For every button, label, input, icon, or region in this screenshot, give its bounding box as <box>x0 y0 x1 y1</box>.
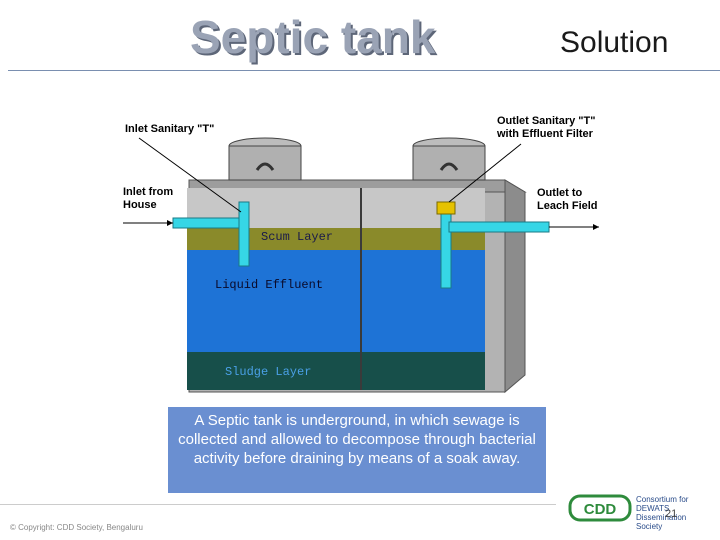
outlet-riser-handle <box>439 162 459 171</box>
effluent-filter <box>436 201 456 215</box>
liquid-effluent-band <box>187 250 485 352</box>
outlet-t-leader <box>448 143 522 203</box>
slide-subtitle: Solution <box>560 26 669 59</box>
tank-right-face <box>504 179 526 394</box>
logo-line2: DEWATS <box>636 504 669 513</box>
inlet-sanitary-t-label: Inlet Sanitary "T" <box>125 123 214 135</box>
slide-title: Septic tank <box>190 11 436 63</box>
outlet-arrow-head <box>593 224 599 230</box>
outlet-to-label-line1: Outlet to <box>537 187 582 199</box>
outlet-sanitary-t-label-line1: Outlet Sanitary "T" <box>497 115 595 127</box>
sludge-layer-band <box>187 352 485 390</box>
tank-interior-right <box>361 188 485 228</box>
logo-mark-box <box>568 494 632 522</box>
inlet-arrow-head <box>167 220 173 226</box>
title-divider <box>8 70 720 71</box>
scum-layer-label: Scum Layer <box>261 230 333 244</box>
inlet-riser-handle <box>255 162 275 171</box>
outlet-pipe <box>448 221 550 233</box>
cdd-society-logo: CDD Consortium for DEWATS Dissemination … <box>568 494 689 531</box>
footer-divider <box>0 504 556 505</box>
page-number: 21 <box>665 508 678 520</box>
scum-layer-band <box>187 228 485 250</box>
logo-line4: Society <box>636 522 662 531</box>
logo-line1: Consortium for <box>636 495 689 504</box>
copyright-text: © Copyright: CDD Society, Bengaluru <box>10 523 143 532</box>
sludge-layer-label: Sludge Layer <box>225 365 311 379</box>
outlet-tee <box>440 205 452 289</box>
inlet-tee <box>238 201 250 267</box>
logo-mark: CDD <box>584 501 617 518</box>
septic-tank-diagram: Inlet Sanitary "T" Outlet Sanitary "T" w… <box>123 115 599 394</box>
inlet-t-leader <box>138 137 242 213</box>
caption-box: A Septic tank is underground, in which s… <box>168 407 546 493</box>
liquid-effluent-label: Liquid Effluent <box>215 278 323 292</box>
outlet-to-label-line2: Leach Field <box>537 200 598 212</box>
inlet-from-label-line1: Inlet from <box>123 186 173 198</box>
outlet-sanitary-t-label-line2: with Effluent Filter <box>496 128 594 140</box>
logo-line3: Dissemination <box>636 513 686 522</box>
inlet-pipe <box>172 217 244 229</box>
inlet-from-label-line2: House <box>123 199 157 211</box>
